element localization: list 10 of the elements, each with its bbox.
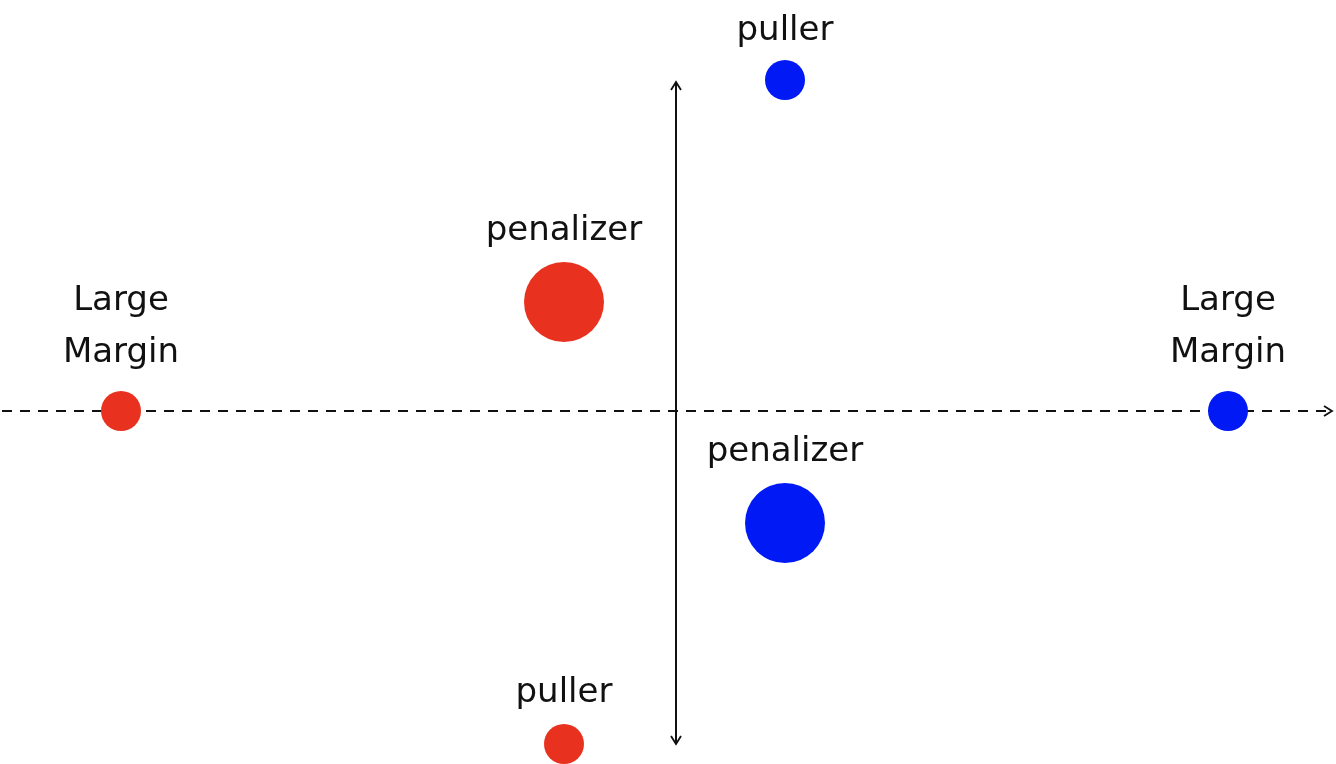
data-point [544, 724, 584, 764]
point-label: Large Margin [1168, 277, 1288, 372]
data-point [101, 391, 141, 431]
point-label: penalizer [705, 428, 865, 471]
point-label: puller [735, 7, 835, 50]
data-point [1208, 391, 1248, 431]
point-label: penalizer [484, 207, 644, 250]
point-label: puller [514, 669, 614, 712]
point-label: Large Margin [61, 277, 181, 372]
data-point [765, 60, 805, 100]
